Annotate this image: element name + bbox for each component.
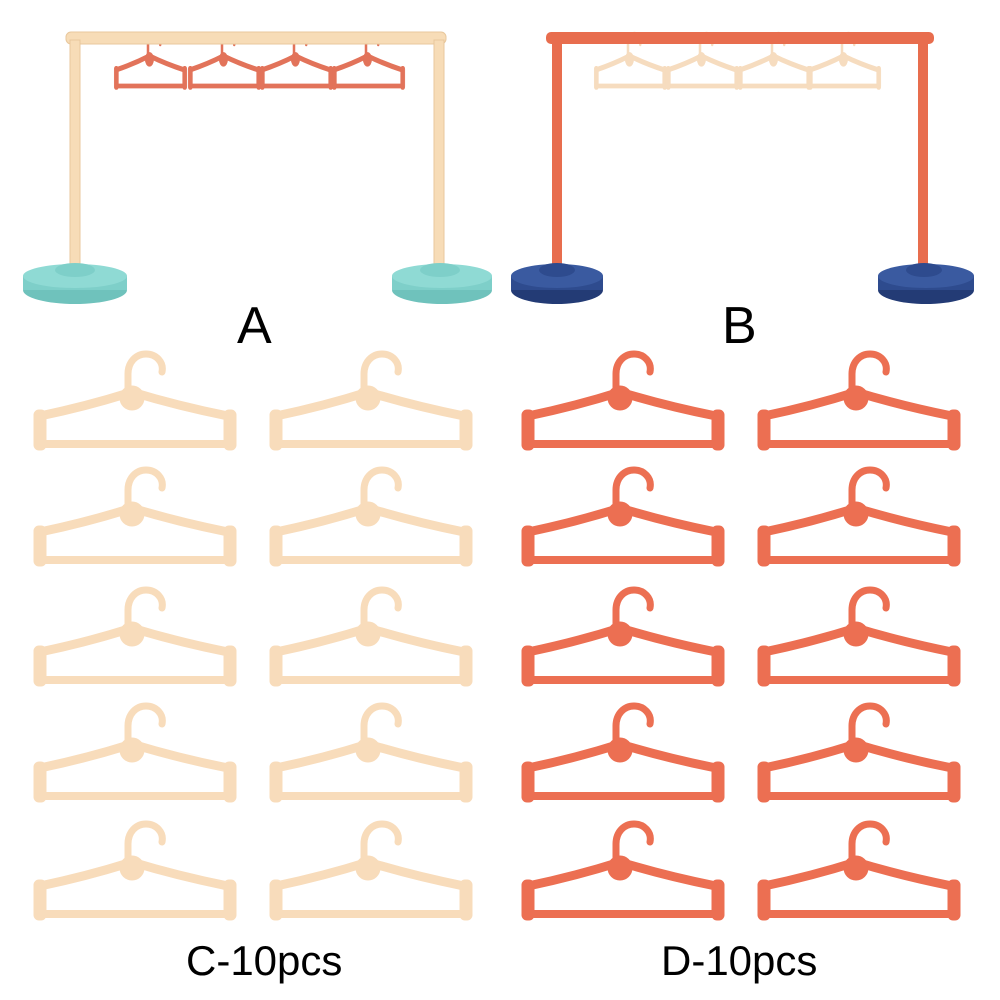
product-d-label: D-10pcs xyxy=(661,937,818,984)
rack-a xyxy=(23,32,492,304)
hanger-c-1 xyxy=(34,354,236,450)
hanger-d-6 xyxy=(758,590,960,686)
hanger-d-1 xyxy=(522,354,724,450)
rack-b-bar xyxy=(546,32,934,44)
hangers-d-grid xyxy=(522,354,960,920)
rack-b-base-left xyxy=(511,263,603,304)
hanger-c-4 xyxy=(270,470,472,566)
rack-a-pole-right xyxy=(433,39,445,273)
hanger-d-9 xyxy=(522,824,724,920)
rack-a-base-right xyxy=(392,263,492,304)
rack-a-bar xyxy=(65,31,447,45)
hanger-c-6 xyxy=(270,590,472,686)
hanger-d-10 xyxy=(758,824,960,920)
product-b-label: B xyxy=(722,297,757,355)
hanger-c-8 xyxy=(270,706,472,802)
rack-a-base-left xyxy=(23,263,127,304)
hanger-d-5 xyxy=(522,590,724,686)
rack-b-pole-left xyxy=(552,40,562,272)
rack-a-pole-left xyxy=(69,39,81,273)
rack-b xyxy=(511,32,974,304)
hanger-c-3 xyxy=(34,470,236,566)
hanger-d-8 xyxy=(758,706,960,802)
product-c-label: C-10pcs xyxy=(186,937,343,984)
hanger-c-7 xyxy=(34,706,236,802)
hanger-c-2 xyxy=(270,354,472,450)
product-a-label: A xyxy=(237,297,272,355)
hanger-d-2 xyxy=(758,354,960,450)
rack-b-base-right xyxy=(878,263,974,304)
hanger-c-5 xyxy=(34,590,236,686)
hanger-d-4 xyxy=(758,470,960,566)
hanger-c-9 xyxy=(34,824,236,920)
hanger-d-3 xyxy=(522,470,724,566)
hanger-c-10 xyxy=(270,824,472,920)
rack-b-pole-right xyxy=(918,40,928,272)
hangers-c-grid xyxy=(34,354,472,920)
hanger-d-7 xyxy=(522,706,724,802)
